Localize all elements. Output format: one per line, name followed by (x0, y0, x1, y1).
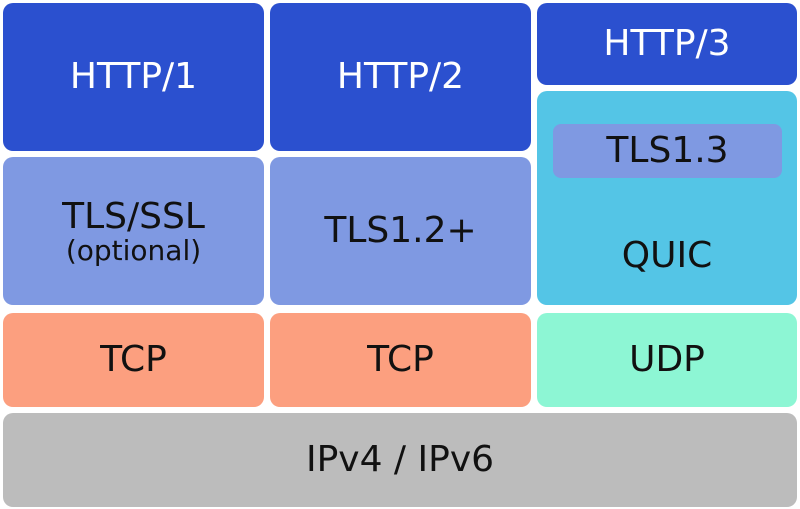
ip-label: IPv4 / IPv6 (305, 439, 495, 481)
tls-ssl-label: TLS/SSL (62, 195, 205, 237)
tls-ssl-layer: TLS/SSL (optional) (3, 157, 264, 305)
tls12-layer: TLS1.2+ (270, 157, 531, 305)
http1-label: HTTP/1 (69, 56, 198, 98)
tls-ssl-optional-note: (optional) (65, 234, 202, 268)
ip-layer: IPv4 / IPv6 (3, 413, 797, 507)
http2-label: HTTP/2 (336, 56, 465, 98)
http3-layer: HTTP/3 (537, 3, 797, 85)
http3-label: HTTP/3 (603, 23, 731, 65)
tcp-left-label: TCP (100, 339, 167, 381)
tls12-label: TLS1.2+ (324, 210, 477, 252)
udp-label: UDP (629, 339, 705, 381)
http1-layer: HTTP/1 (3, 3, 264, 151)
quic-label: QUIC (621, 235, 713, 276)
udp-layer: UDP (537, 313, 797, 407)
tls13-layer: TLS1.3 (553, 124, 782, 178)
tcp-layer-middle: TCP (270, 313, 531, 407)
tls13-label: TLS1.3 (606, 130, 729, 172)
tcp-layer-left: TCP (3, 313, 264, 407)
tcp-middle-label: TCP (367, 339, 434, 381)
http2-layer: HTTP/2 (270, 3, 531, 151)
